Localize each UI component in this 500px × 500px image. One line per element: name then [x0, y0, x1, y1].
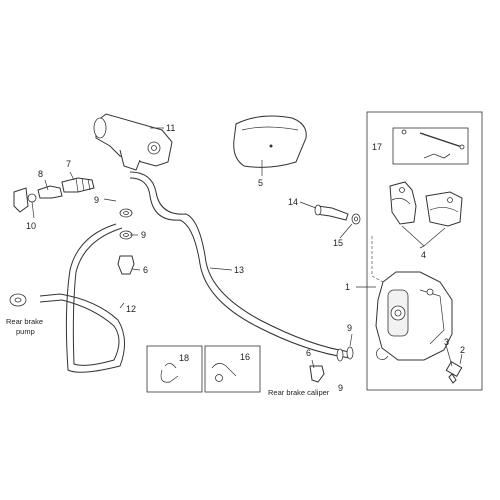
caliper-kit-frame — [366, 111, 483, 391]
rear-brake-caliper — [371, 236, 453, 361]
part-number-9-right-lower: 9 — [338, 383, 343, 393]
inlet-fittings — [13, 177, 95, 213]
clip-kit-box-18 — [146, 345, 203, 393]
master-cylinder — [93, 113, 173, 171]
part-number-7: 7 — [66, 159, 71, 169]
part-number-11: 11 — [166, 123, 175, 133]
part-number-4: 4 — [421, 250, 426, 260]
clamp-kit-box-16 — [204, 345, 261, 393]
part-number-2: 2 — [460, 345, 465, 355]
part-number-6-right: 6 — [306, 348, 311, 358]
part-number-9-right-upper: 9 — [347, 323, 352, 333]
part-number-9-middle: 9 — [141, 230, 146, 240]
part-number-18: 18 — [179, 353, 189, 363]
part-number-5: 5 — [258, 178, 263, 188]
part-number-6-left: 6 — [143, 265, 148, 275]
caption-rear-brake-caliper: Rear brake caliper — [268, 388, 330, 397]
banjo-bolt-left — [117, 208, 135, 275]
part-number-12: 12 — [126, 304, 136, 314]
brake-hose-12 — [9, 223, 125, 373]
part-number-13: 13 — [234, 265, 244, 275]
part-number-16: 16 — [240, 352, 250, 362]
part-number-8: 8 — [38, 169, 43, 179]
caption-rear-brake-pump-line2: pump — [16, 327, 35, 336]
pin-kit-box — [392, 127, 469, 165]
part-number-14: 14 — [288, 197, 298, 207]
brake-hose-13 — [129, 171, 351, 359]
banjo-bolt-right — [309, 346, 354, 383]
caption-rear-brake-pump-line1: Rear brake — [6, 317, 43, 326]
part-number-10: 10 — [26, 221, 36, 231]
brake-pads — [389, 181, 463, 247]
leader-lines — [31, 127, 463, 369]
part-number-15: 15 — [333, 238, 343, 248]
part-number-17: 17 — [372, 142, 382, 152]
part-number-1: 1 — [345, 282, 350, 292]
part-number-3: 3 — [444, 337, 449, 347]
part-number-9-upper: 9 — [94, 195, 99, 205]
caliper-bolt — [314, 204, 361, 225]
reservoir-cover — [233, 115, 307, 168]
bleed-screw — [445, 360, 463, 384]
